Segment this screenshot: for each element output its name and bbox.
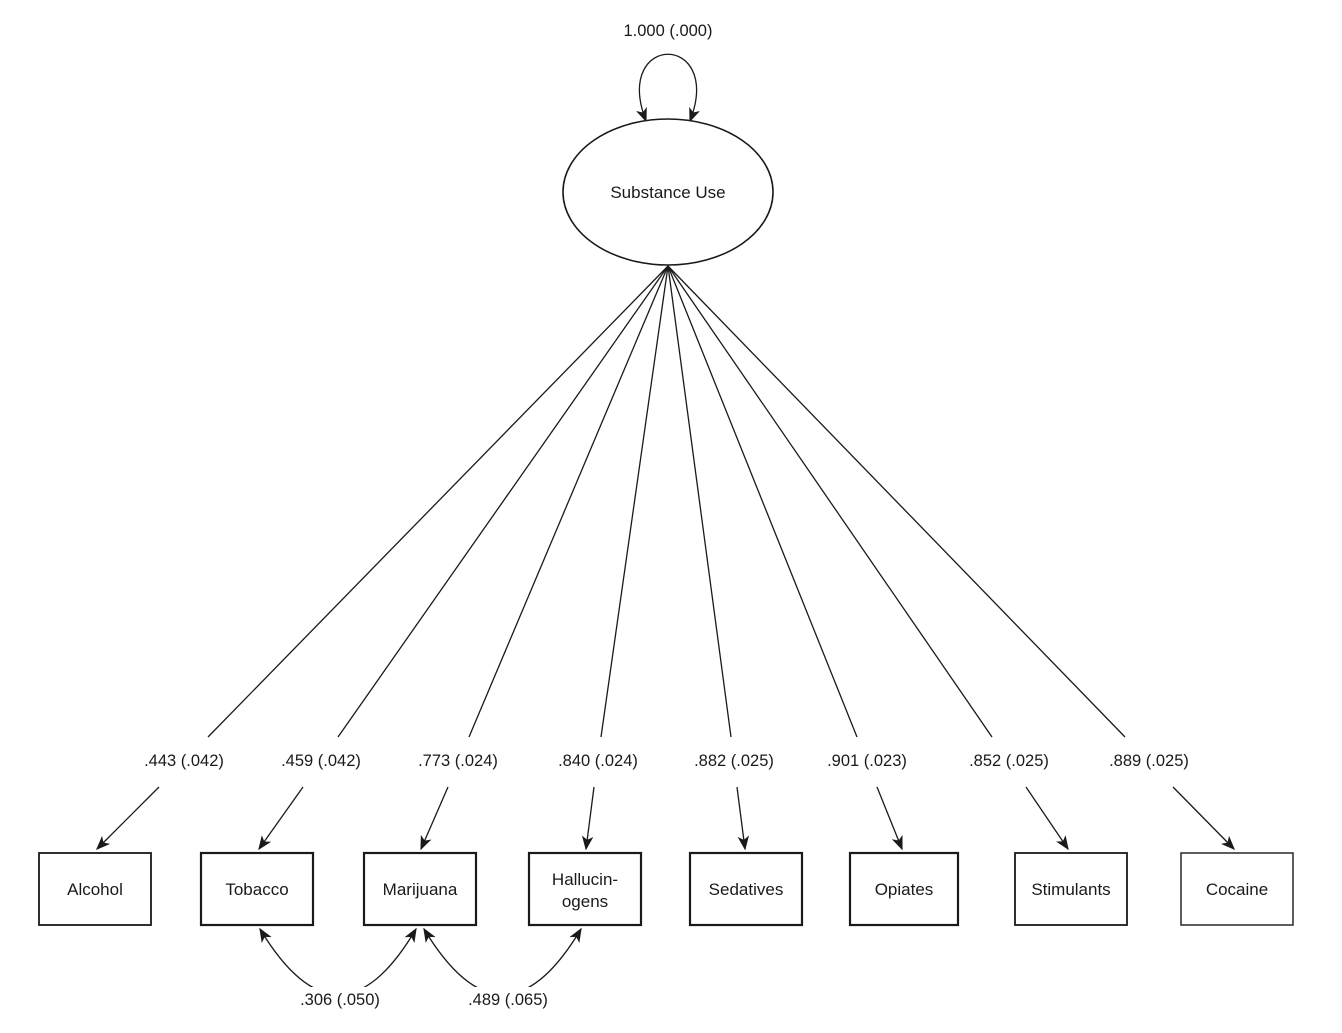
indicator-label-opiates: Opiates xyxy=(875,880,934,899)
loading-arrow-tobacco xyxy=(258,786,304,851)
loading-arrow-alcohol xyxy=(95,786,160,851)
residual-arc-tobacco-marijuana xyxy=(259,927,417,996)
residual-label-plate-1 xyxy=(286,987,394,1011)
residual-arc-marijuana-hallucinogens xyxy=(423,927,582,996)
loading-paths-upper xyxy=(207,265,1126,738)
variance-loop-arrow xyxy=(636,53,700,123)
loading-label-cocaine: .889 (.025) xyxy=(1109,752,1189,770)
indicator-box-marijuana xyxy=(362,851,478,927)
indicator-box-hallucinogens xyxy=(527,851,643,927)
indicator-box-alcohol xyxy=(38,852,152,926)
loading-path-opiates-upper xyxy=(667,265,858,738)
indicator-boxes xyxy=(38,851,1294,927)
loading-arrow-hallucinogens xyxy=(581,786,595,851)
residual-label-tobacco-marijuana: .306 (.050) xyxy=(300,991,380,1009)
latent-label: Substance Use xyxy=(610,183,725,202)
loading-path-marijuana-upper xyxy=(468,265,669,738)
loading-label-marijuana: .773 (.024) xyxy=(418,752,498,770)
loading-label-hallucinogens: .840 (.024) xyxy=(558,752,638,770)
loading-label-stimulants: .852 (.025) xyxy=(969,752,1049,770)
indicator-label-hallucinogens-line1: Hallucin- xyxy=(552,870,618,889)
loading-path-alcohol-upper xyxy=(207,265,669,738)
loading-paths-lower xyxy=(95,786,1236,851)
indicator-box-stimulants xyxy=(1014,852,1128,926)
indicator-box-tobacco xyxy=(199,851,315,927)
loading-path-tobacco-upper xyxy=(337,265,669,738)
residual-correlations: .306 (.050) .489 (.065) xyxy=(259,927,582,1011)
indicator-labels: Alcohol Tobacco Marijuana Hallucin- ogen… xyxy=(67,870,1268,911)
loading-arrow-cocaine xyxy=(1172,786,1236,851)
residual-label-marijuana-hallucinogens: .489 (.065) xyxy=(468,991,548,1009)
indicator-label-cocaine: Cocaine xyxy=(1206,880,1268,899)
loading-label-alcohol: .443 (.042) xyxy=(144,752,224,770)
latent-variance-label: 1.000 (.000) xyxy=(624,22,713,40)
indicator-box-cocaine xyxy=(1180,852,1294,926)
indicator-label-sedatives: Sedatives xyxy=(709,880,784,899)
loading-arrow-stimulants xyxy=(1025,786,1069,851)
indicator-box-sedatives xyxy=(688,851,804,927)
indicator-label-alcohol: Alcohol xyxy=(67,880,123,899)
loading-labels: .443 (.042) .459 (.042) .773 (.024) .840… xyxy=(144,752,1189,770)
loading-path-cocaine-upper xyxy=(667,265,1126,738)
loading-path-sedatives-upper xyxy=(667,265,732,738)
latent-ellipse xyxy=(562,118,774,266)
indicator-label-tobacco: Tobacco xyxy=(225,880,288,899)
loading-label-sedatives: .882 (.025) xyxy=(694,752,774,770)
indicator-box-opiates xyxy=(848,851,960,927)
loading-path-hallucinogens-upper xyxy=(600,265,669,738)
indicator-label-stimulants: Stimulants xyxy=(1031,880,1110,899)
loading-arrow-opiates xyxy=(876,786,903,851)
residual-label-plate-2 xyxy=(454,987,562,1011)
loading-arrow-marijuana xyxy=(420,786,449,851)
loading-label-tobacco: .459 (.042) xyxy=(281,752,361,770)
loading-arrow-sedatives xyxy=(736,786,750,851)
loading-label-opiates: .901 (.023) xyxy=(827,752,907,770)
indicator-label-marijuana: Marijuana xyxy=(383,880,458,899)
loading-path-stimulants-upper xyxy=(667,265,993,738)
indicator-label-hallucinogens-line2: ogens xyxy=(562,892,608,911)
